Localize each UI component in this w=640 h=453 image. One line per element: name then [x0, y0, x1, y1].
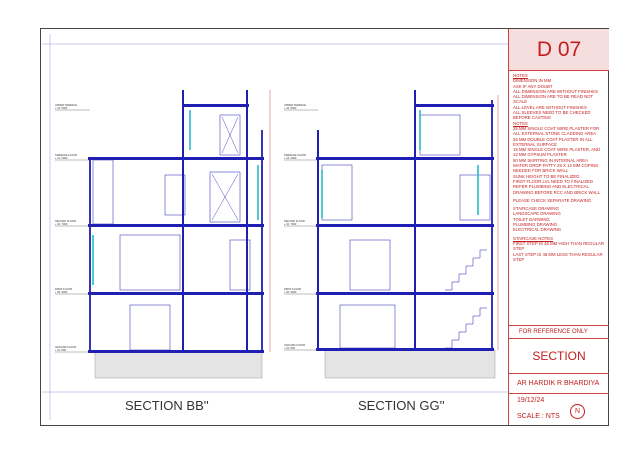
section-drawings: UPPER TERRACE + 16. 5000 TERRACE FLOOR +… — [42, 34, 508, 420]
note-item: DIMENSION IN MM — [513, 78, 552, 84]
bb-level-second-value: + 10. 7000 — [55, 222, 68, 226]
note-item: WATER DROP PATTY 25 X 12 MM COPING NEEDE… — [513, 163, 599, 174]
gg-level-second-value: + 10. 7000 — [284, 222, 297, 226]
note-item: SUNK HEIGHT TO BE FINALIZED — [513, 173, 580, 179]
staircase-note: FIRST STEP IS 45 MM HIGH THAN REGULAR ST… — [513, 240, 604, 252]
reference-note: FOR REFERENCE ONLY — [509, 326, 609, 339]
gg-level-second: SECOND FLOOR — [284, 219, 305, 223]
drawing-item: TOILET DARWING — [513, 216, 550, 222]
gg-level-terrace: TERRACE FLOOR — [284, 153, 306, 157]
note-item: 25 MM DOUBLE COAT PLASTER IN ALL EXTERNA… — [513, 136, 593, 147]
architect-name: AR HARDIK R BHARDIYA — [509, 374, 609, 394]
north-arrow-icon: N — [570, 404, 585, 419]
bb-level-terrace: TERRACE FLOOR — [55, 153, 77, 157]
notes-panel: NOTES DIMENSION IN MM ASK IF ANY DOUBT A… — [509, 71, 609, 326]
notes-heading-2: NOTES — [513, 120, 528, 126]
bb-level-upper-terrace: UPPER TERRACE — [55, 103, 77, 107]
check-separate-note: PLEASE CHECK SEPARATE DRAWING — [513, 197, 592, 203]
staircase-notes-heading: STAIRCASE NOTES — [513, 235, 554, 241]
note-item: 25 MM SINGLE COAT WIRE PLASTER FOR ALL E… — [513, 125, 600, 137]
gg-level-ground-value: + 01. 800 — [284, 346, 295, 350]
section-bb-label: SECTION BB'' — [125, 398, 209, 413]
drawing-date: 19/12/24 — [517, 397, 545, 404]
title-block: D 07 NOTES DIMENSION IN MM ASK IF ANY DO… — [508, 29, 609, 425]
notes-heading: NOTES — [513, 73, 528, 78]
drawing-scale: SCALE : NTS — [517, 413, 560, 420]
note-item: 15 MM SINGLE COAT WIRE PLASTER, AND 12 M… — [513, 147, 601, 158]
bb-level-second: SECOND FLOOR — [55, 219, 76, 223]
drawing-item: STAIRCASE DRAWING — [513, 206, 559, 212]
gg-level-upper-terrace: UPPER TERRACE — [284, 103, 306, 107]
drawing-title: SECTION — [509, 339, 609, 374]
bb-level-first-value: + 06. 9000 — [55, 290, 68, 294]
drawing-item: LANDSCAPE DRAWING — [513, 211, 561, 217]
bb-level-upper-terrace-value: + 16. 5000 — [55, 106, 68, 110]
note-item: ALL DIMENSION ARE WITHOUT FINISHES — [513, 88, 598, 94]
gg-level-terrace-value: + 14. 0000 — [284, 156, 297, 160]
note-item: 50 MM SKIRTING IN INTERNAL AREA — [513, 157, 588, 163]
note-item: REFER PLUMBING AND ELECTRICAL DRAWING BE… — [513, 184, 601, 195]
note-item: ALL DIMENSION ARE TO BE READ NOT SCALE — [513, 94, 594, 105]
bb-level-terrace-value: + 14. 0000 — [55, 156, 68, 160]
section-gg-label: SECTION GG'' — [358, 398, 445, 413]
gg-level-upper-terrace-value: + 16. 5000 — [284, 106, 297, 110]
note-item: ASK IF ANY DOUBT — [513, 83, 553, 89]
note-item: ALL SLEEVES NEED TO BE CHECKED BEFORE CA… — [513, 110, 591, 121]
bb-level-ground: GROUND FLOOR — [55, 345, 76, 349]
gg-level-ground: GROUND FLOOR — [284, 343, 305, 347]
drawing-sheet-border — [40, 28, 609, 426]
section-gg-drawing: UPPER TERRACE + 16. 5000 TERRACE FLOOR +… — [284, 90, 499, 379]
bb-level-ground-value: + 01. 800 — [55, 348, 66, 352]
section-bb-drawing: UPPER TERRACE + 16. 5000 TERRACE FLOOR +… — [55, 90, 271, 379]
drawing-item: ELECTRICAL DRAWING — [513, 227, 562, 233]
bb-level-first: FIRST FLOOR — [55, 287, 72, 291]
staircase-note: LAST STEP IS 45 MM LESS THAN REGULAR STE… — [513, 251, 603, 262]
note-item: FIRST FLOOR LVL NEED TO FINALIZED — [513, 178, 593, 184]
gg-level-first: FIRST FLOOR — [284, 287, 301, 291]
note-item: ALL LEVEL ARE WITHOUT FINISHES — [513, 104, 587, 110]
sheet-id: D 07 — [509, 29, 609, 71]
drawing-item: PLUMBING DRAWING — [513, 222, 558, 228]
gg-level-first-value: + 06. 9000 — [284, 290, 297, 294]
